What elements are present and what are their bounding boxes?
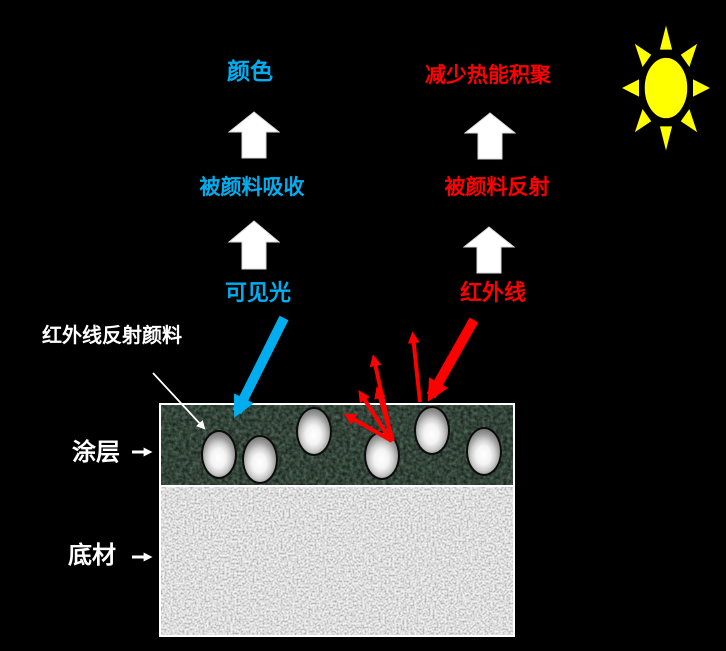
substrate-label: 底材	[68, 541, 116, 569]
reflected-ray-arrow	[407, 331, 422, 403]
process-label-visible: 被颜料吸收	[199, 175, 305, 199]
pigment-particle	[466, 427, 502, 476]
visible-light-ray-arrow	[232, 315, 289, 418]
pigment-particle	[364, 431, 400, 480]
coating-label: 涂层	[72, 438, 120, 466]
infrared-ray-arrow	[426, 317, 479, 402]
source-label-infrared: 红外线	[459, 281, 527, 306]
process-label-infrared: 被颜料反射	[444, 175, 550, 199]
up-block-arrow-visible-1	[228, 111, 280, 159]
up-block-arrow-visible-2	[228, 220, 280, 270]
substrate-layer	[159, 485, 515, 637]
result-label-visible: 颜色	[227, 59, 273, 85]
source-label-visible: 可见光	[224, 281, 292, 306]
pigment-particle	[296, 407, 332, 456]
pigment-particle	[201, 430, 237, 479]
substrate-texture	[161, 487, 513, 635]
pigment-particle	[242, 435, 278, 484]
result-label-infrared: 减少热能积聚	[425, 63, 551, 87]
up-block-arrow-infrared-2	[463, 226, 515, 274]
pigment-particle	[414, 406, 450, 455]
up-block-arrow-infrared-1	[464, 112, 516, 160]
sun-icon	[616, 17, 716, 159]
pigment-annotation-label: 红外线反射颜料	[42, 323, 182, 347]
